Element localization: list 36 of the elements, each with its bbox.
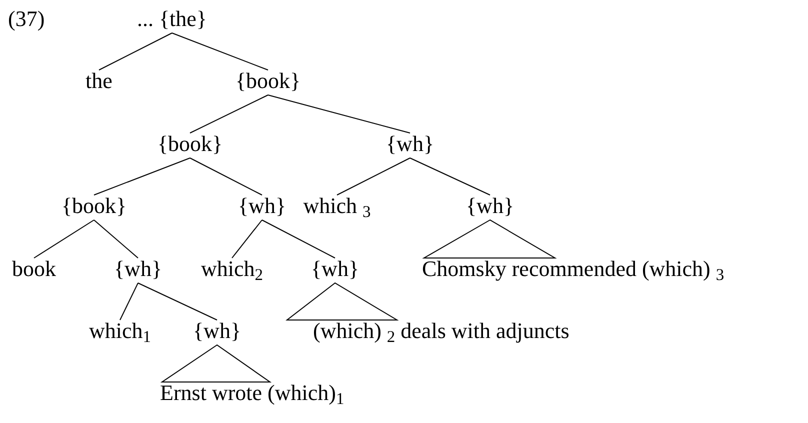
tree-node-label: book [12,256,56,282]
tree-node-label: {book} [235,68,301,94]
tree-node-label: which$_{2}$ [201,256,263,282]
tree-branch [172,32,268,70]
tree-node-label: Chomsky recommended (which) $_{3}$ [422,256,724,282]
tree-branch [120,282,138,320]
tree-branch [410,158,490,196]
tree-branch [268,94,410,134]
tree-branch [190,94,268,134]
example-number: (37) [8,6,45,32]
tree-node-label: Ernst wrote (which)$_{1}$ [160,380,344,406]
tree-node-label: which $_{3}$ [303,193,371,219]
triangle-branch [422,219,557,258]
tree-branch [232,220,262,258]
tree-branch [98,32,172,70]
tree-branch [262,220,336,258]
triangle-branch [286,282,399,320]
tree-branch [190,158,262,196]
tree-node-label: {wh} [193,318,241,344]
tree-node-label: {wh} [311,256,359,282]
tree-branch [34,220,94,258]
tree-branch [94,158,190,196]
tree-node-label: ... {the} [137,6,207,32]
tree-node-label: {book} [157,131,223,157]
tree-node-label: {wh} [238,193,286,219]
tree-branch [336,158,410,196]
tree-node-label: which$_{1}$ [89,318,151,344]
tree-node-label: {wh} [114,256,162,282]
tree-node-label: (which) $_{2}$ deals with adjuncts [313,318,570,344]
tree-branch [94,220,138,258]
tree-node-label: the [86,68,112,94]
tree-node-label: {wh} [386,131,434,157]
tree-node-label: {wh} [466,193,514,219]
triangle-branch [160,344,272,382]
tree-branch [138,282,218,320]
tree-node-label: {book} [61,193,127,219]
